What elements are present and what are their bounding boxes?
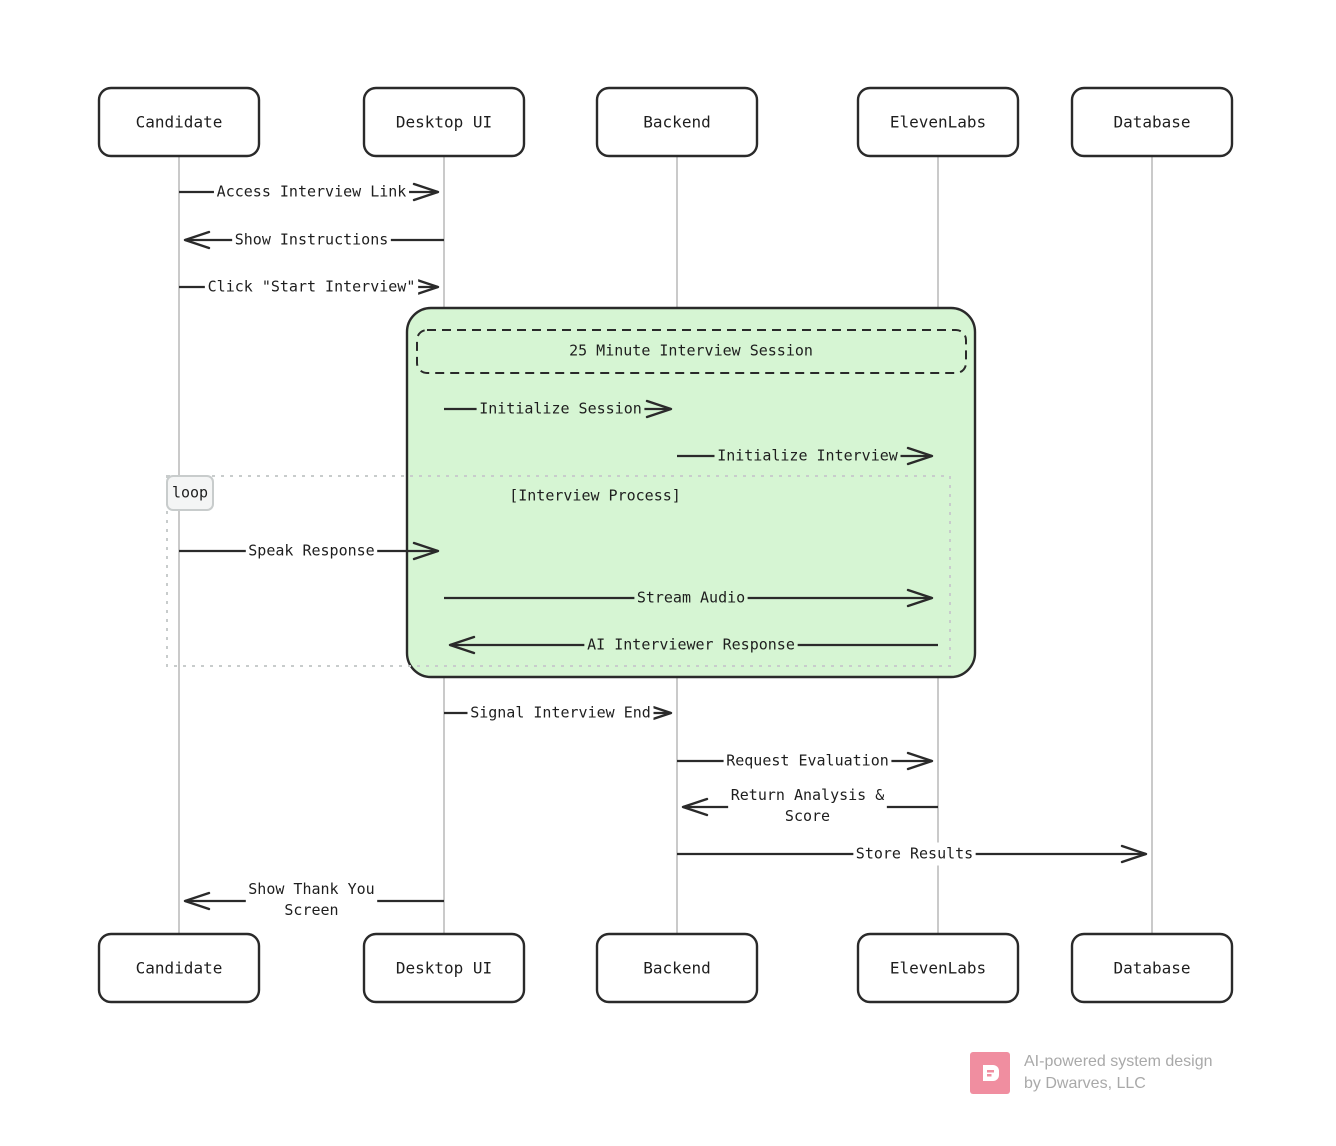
message-2: Show Instructions bbox=[183, 228, 444, 252]
message-label-bg bbox=[723, 749, 892, 773]
actor-label: Backend bbox=[643, 113, 710, 132]
message-label-bg bbox=[728, 784, 887, 828]
arrow-head-icon bbox=[906, 588, 934, 608]
message-label: Initialize Interview bbox=[717, 447, 899, 465]
arrow-head-icon bbox=[448, 635, 476, 655]
watermark-text: AI-powered system design by Dwarves, LLC bbox=[1024, 1051, 1213, 1095]
loop-condition: [Interview Process] bbox=[509, 487, 681, 505]
message-label: Request Evaluation bbox=[726, 752, 889, 770]
message-label: Initialize Session bbox=[479, 400, 642, 418]
arrow-head-icon bbox=[183, 891, 211, 911]
message-label-bg bbox=[467, 701, 654, 725]
message-label: Signal Interview End bbox=[470, 704, 651, 722]
arrow-head-icon bbox=[412, 541, 440, 561]
actor-desktop-bottom: Desktop UI bbox=[362, 932, 526, 1004]
message-label-bg bbox=[245, 539, 378, 563]
message-label-bg bbox=[245, 878, 378, 922]
loop-tag: loop bbox=[172, 484, 208, 502]
actor-label: Candidate bbox=[136, 113, 223, 132]
arrow-head-icon bbox=[681, 797, 709, 817]
message-label-bg bbox=[714, 444, 901, 468]
watermark-line2: by Dwarves, LLC bbox=[1024, 1075, 1146, 1092]
message-label-bg bbox=[584, 633, 798, 657]
actor-label: Desktop UI bbox=[396, 113, 492, 132]
watermark-line1: AI-powered system design bbox=[1024, 1053, 1213, 1070]
actor-label: Database bbox=[1113, 959, 1190, 978]
actor-label: Database bbox=[1113, 113, 1190, 132]
actor-backend-top: Backend bbox=[595, 86, 759, 158]
message-3: Click "Start Interview" bbox=[179, 275, 440, 299]
watermark: AI-powered system design by Dwarves, LLC bbox=[970, 1050, 1213, 1096]
actor-elevenlabs-bottom: ElevenLabs bbox=[856, 932, 1020, 1004]
actor-elevenlabs-top: ElevenLabs bbox=[856, 86, 1020, 158]
message-label: Stream Audio bbox=[637, 589, 745, 607]
message-10: Request Evaluation bbox=[677, 749, 934, 773]
actor-label: Candidate bbox=[136, 959, 223, 978]
dwarves-logo-icon bbox=[970, 1052, 1010, 1094]
session-label-box bbox=[416, 329, 967, 374]
message-label-bg bbox=[232, 228, 391, 252]
loop-tag-box bbox=[166, 475, 214, 511]
message-label: Access Interview Link bbox=[217, 183, 407, 201]
message-5: Initialize Interview bbox=[677, 444, 934, 468]
message-11: Return Analysis & Score bbox=[681, 784, 938, 828]
message-label: Show Thank You bbox=[248, 880, 374, 898]
message-label-bg bbox=[853, 842, 976, 866]
actor-candidate-top: Candidate bbox=[97, 86, 261, 158]
session-block bbox=[405, 306, 977, 679]
message-label: Click "Start Interview" bbox=[208, 278, 416, 296]
actor-label: ElevenLabs bbox=[890, 959, 986, 978]
message-label-bg bbox=[204, 275, 419, 299]
actor-backend-bottom: Backend bbox=[595, 932, 759, 1004]
message-label-bg bbox=[213, 180, 410, 204]
message-7: Stream Audio bbox=[444, 586, 934, 610]
arrow-head-icon bbox=[1120, 844, 1148, 864]
message-4: Initialize Session bbox=[444, 397, 673, 421]
actor-label: Desktop UI bbox=[396, 959, 492, 978]
session-label: 25 Minute Interview Session bbox=[569, 342, 813, 360]
actor-label: Backend bbox=[643, 959, 710, 978]
message-1: Access Interview Link bbox=[179, 180, 440, 204]
actor-label: ElevenLabs bbox=[890, 113, 986, 132]
message-8: AI Interviewer Response bbox=[448, 633, 938, 657]
arrow-head-icon bbox=[645, 399, 673, 419]
arrow-head-icon bbox=[412, 182, 440, 202]
arrow-head-icon bbox=[906, 751, 934, 771]
message-label: Speak Response bbox=[248, 542, 374, 560]
actor-database-top: Database bbox=[1070, 86, 1234, 158]
actor-desktop-top: Desktop UI bbox=[362, 86, 526, 158]
message-label: Score bbox=[785, 807, 830, 825]
message-label-bg bbox=[476, 397, 645, 421]
message-label: Return Analysis & bbox=[731, 786, 885, 804]
message-label: Screen bbox=[284, 901, 338, 919]
arrow-head-icon bbox=[412, 277, 440, 297]
message-label: AI Interviewer Response bbox=[587, 636, 795, 654]
message-6: Speak Response bbox=[179, 539, 440, 563]
arrow-head-icon bbox=[645, 703, 673, 723]
message-9: Signal Interview End bbox=[444, 701, 673, 725]
message-label-bg bbox=[634, 586, 748, 610]
arrow-head-icon bbox=[906, 446, 934, 466]
message-label: Store Results bbox=[856, 845, 973, 863]
arrow-head-icon bbox=[183, 230, 211, 250]
message-12: Store Results bbox=[677, 842, 1148, 866]
actor-database-bottom: Database bbox=[1070, 932, 1234, 1004]
actor-candidate-bottom: Candidate bbox=[97, 932, 261, 1004]
message-label: Show Instructions bbox=[235, 231, 389, 249]
